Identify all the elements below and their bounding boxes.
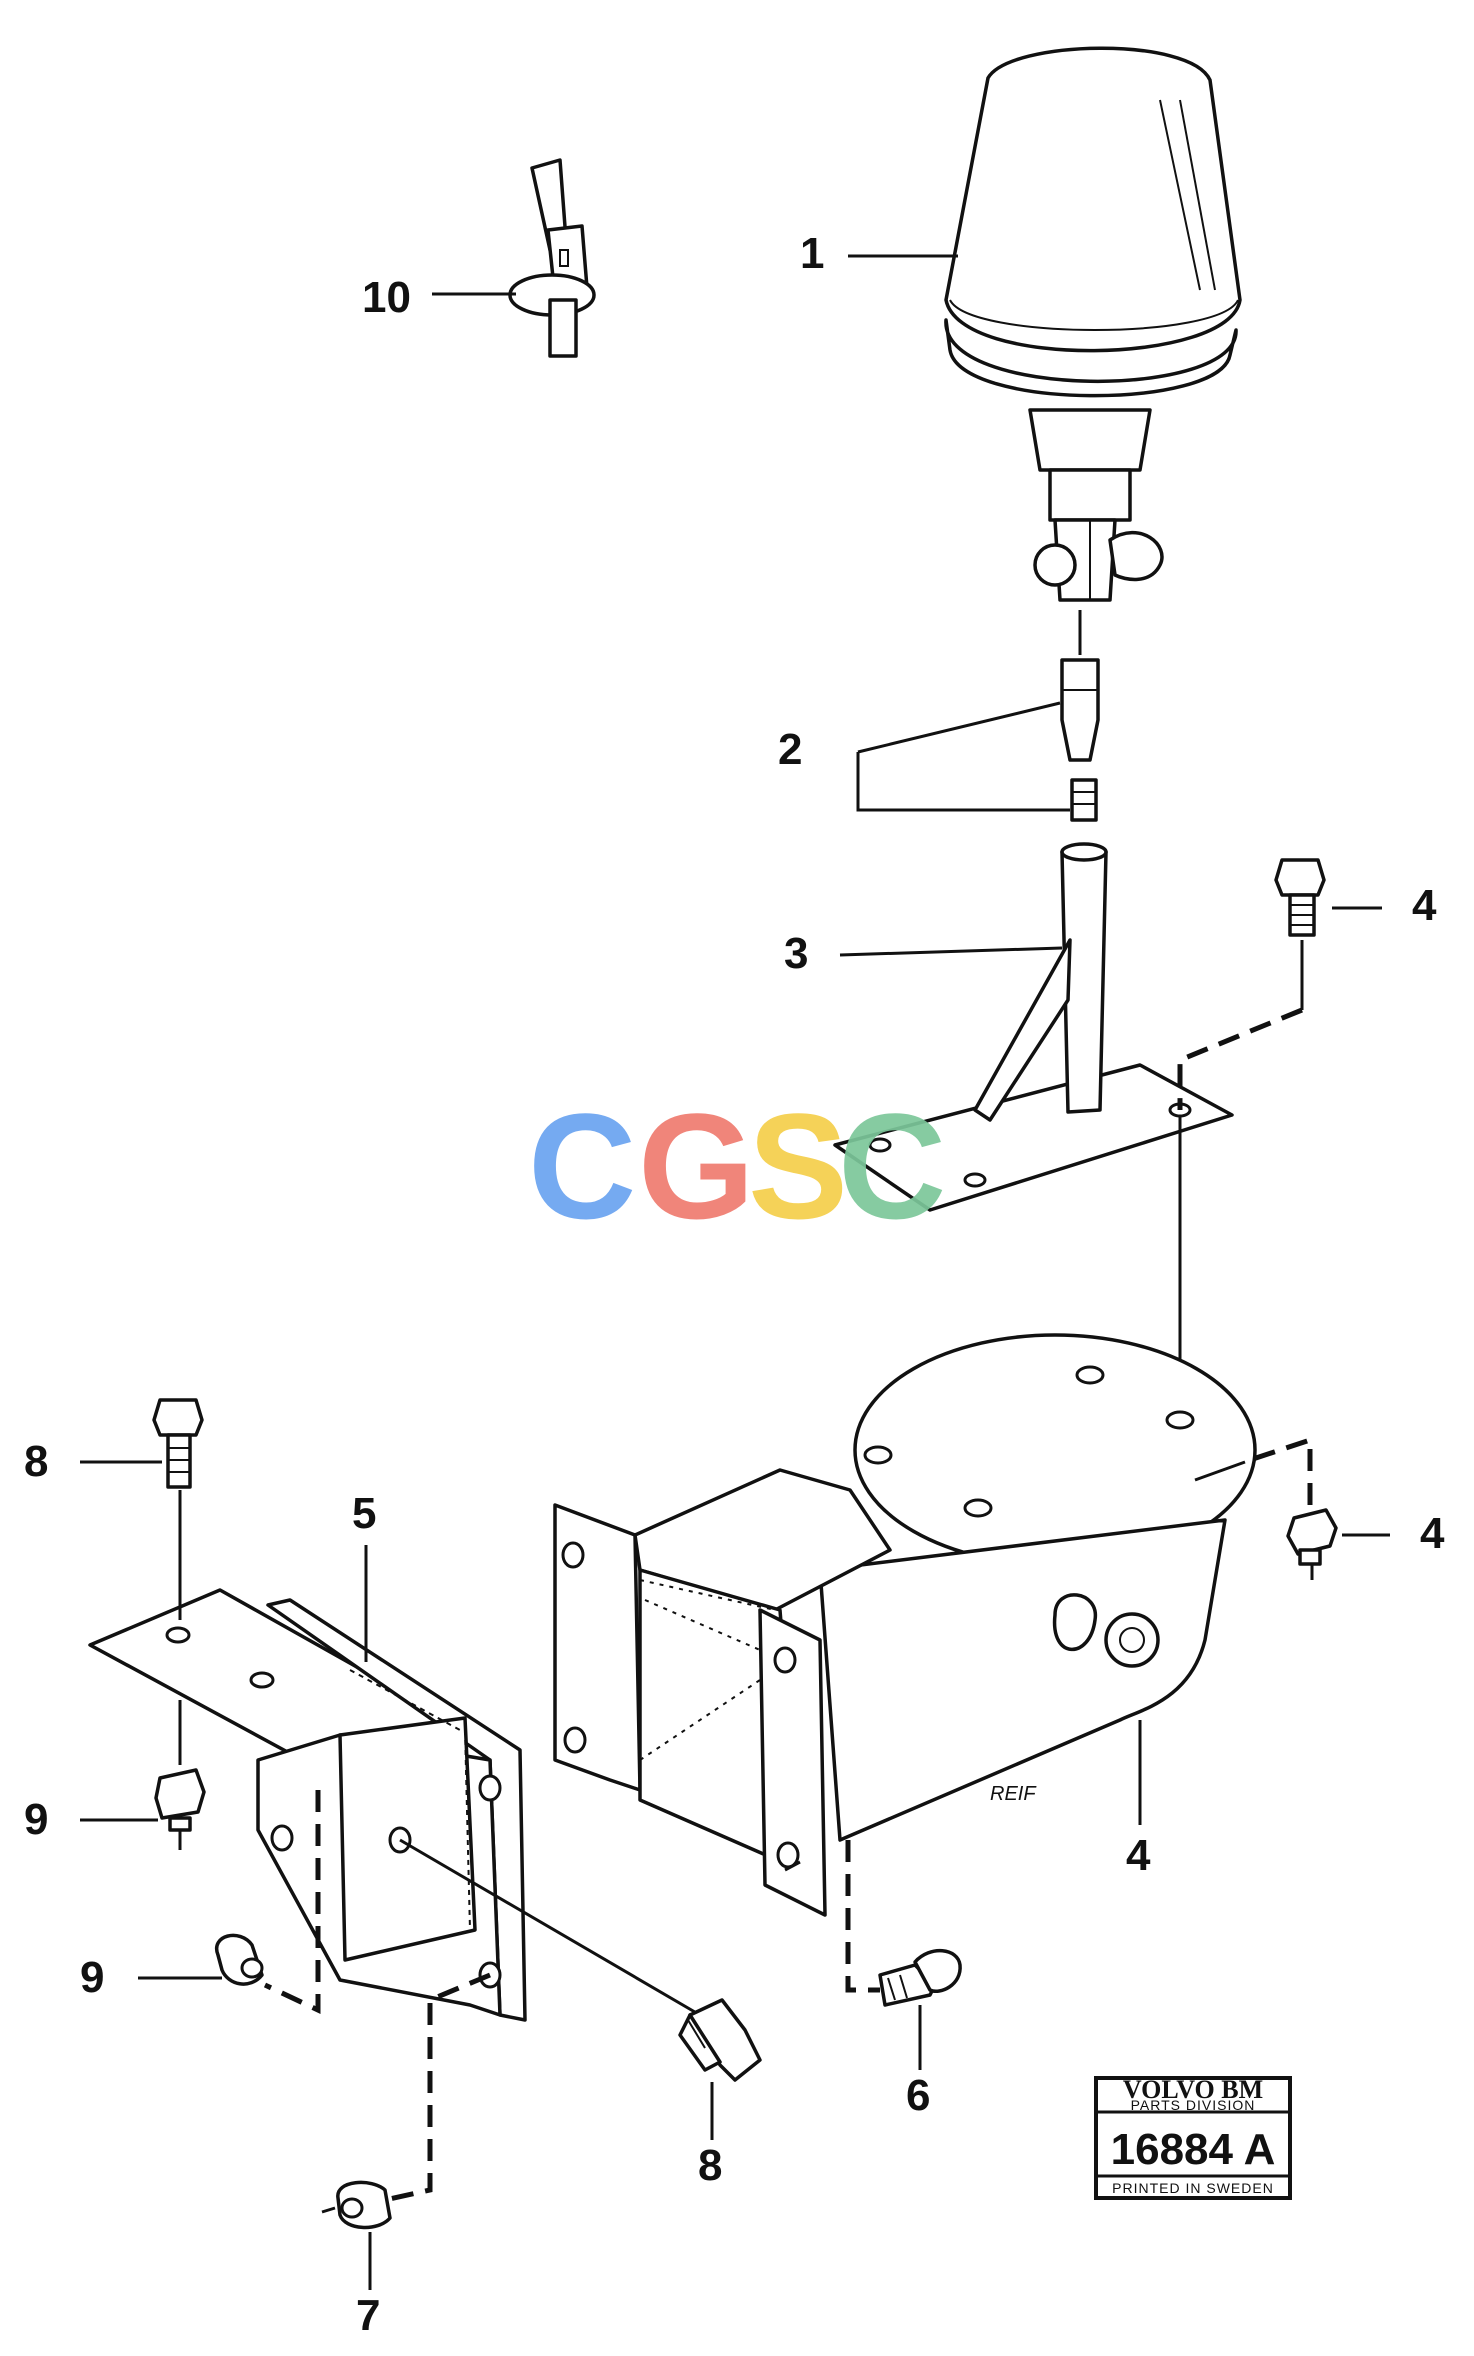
part-8-bolt-bottom (399, 1838, 762, 2082)
parts-division-stamp: VOLVO BM PARTS DIVISION 16884 A PRINTED … (1094, 2075, 1292, 2200)
stamp-number: 16884 A (1111, 2125, 1276, 2174)
part-10-bulb (508, 158, 596, 358)
watermark-letter-c2: C (838, 1082, 946, 1250)
stamp-division: PARTS DIVISION (1131, 2097, 1256, 2113)
part-7-nut (321, 1972, 491, 2230)
part-4-nut-right (1194, 1436, 1338, 1580)
callout-9-left: 9 (24, 1795, 48, 1844)
part-9-nut-left (214, 1790, 321, 2014)
handwritten-mark: REIF (990, 1783, 1037, 1805)
part-6-bolt (784, 1840, 962, 2007)
watermark-letter-c1: C (528, 1082, 636, 1250)
stamp-brand: VOLVO BM (1123, 2075, 1263, 2104)
watermark-letter-s: S (748, 1082, 848, 1250)
callout-5: 5 (352, 1489, 376, 1538)
leader-lines (80, 254, 1390, 2290)
stamp-printed: PRINTED IN SWEDEN (1112, 2180, 1274, 2196)
part-3-pole-stand (833, 842, 1234, 1212)
callout-6: 6 (906, 2071, 930, 2120)
part-2-adapter (1060, 610, 1100, 822)
callout-2: 2 (778, 725, 802, 774)
callout-labels: 1 2 3 4 4 4 5 6 7 8 8 9 9 10 (24, 229, 1445, 2340)
part-8-bolt-top (152, 1398, 204, 1620)
callout-10: 10 (362, 273, 411, 322)
callout-7: 7 (356, 2291, 380, 2340)
part-5-mounting-bracket (88, 1588, 527, 2022)
part-1-rotating-beacon (944, 46, 1242, 602)
callout-3: 3 (784, 929, 808, 978)
part-4-base-bracket: REIF (553, 1333, 1257, 1917)
callout-1: 1 (800, 229, 824, 278)
callout-9-lower: 9 (80, 1953, 104, 2002)
callout-8-bottom: 8 (698, 2141, 722, 2190)
part-9-nut-lower (154, 1700, 206, 1850)
callout-4-bottom: 4 (1126, 1831, 1151, 1880)
watermark-letter-g: G (638, 1082, 755, 1250)
callout-8-left: 8 (24, 1437, 48, 1486)
cgsc-watermark: C G S C (528, 1082, 946, 1250)
callout-4-right: 4 (1420, 1509, 1445, 1558)
callout-4-top: 4 (1412, 881, 1437, 930)
part-4-bolt-top (1177, 858, 1326, 1400)
